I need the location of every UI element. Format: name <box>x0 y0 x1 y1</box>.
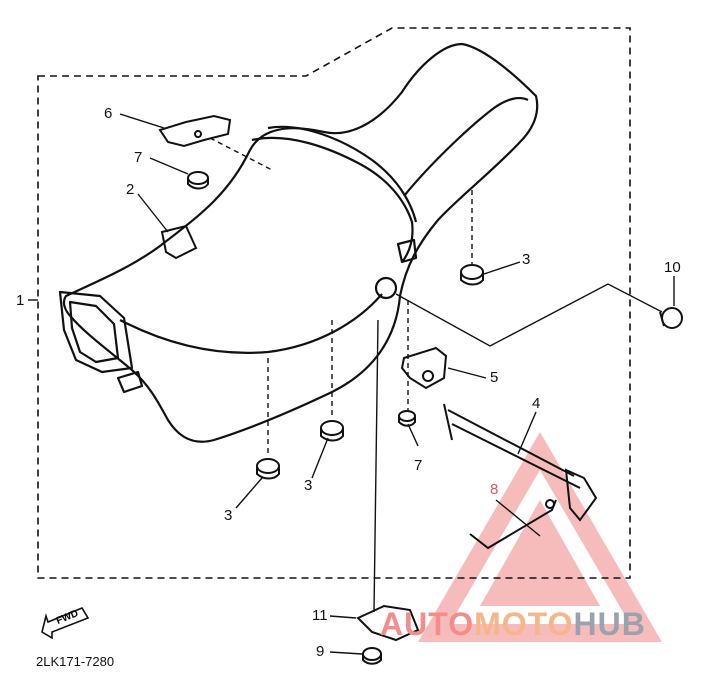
callout-10: 10 <box>664 259 681 276</box>
callout-9: 9 <box>316 643 325 660</box>
small-parts <box>158 114 683 665</box>
leader-lines <box>28 113 675 655</box>
watermark-part-hub: HUB <box>573 606 646 642</box>
fwd-arrow-icon <box>41 606 90 640</box>
callout-7-top: 7 <box>134 149 143 166</box>
callout-4: 4 <box>532 395 541 412</box>
callout-7-lower: 7 <box>414 457 423 474</box>
watermark-logo: AUTOMOTOHUB <box>380 606 646 643</box>
part-code-label: 2LK171-7280 <box>36 654 115 669</box>
assembly-outline <box>37 27 631 579</box>
callout-2: 2 <box>126 181 135 198</box>
callout-3-left: 3 <box>224 507 233 524</box>
seat-drawing <box>58 42 539 443</box>
watermark-part-auto: AUTO <box>380 606 475 642</box>
callout-5: 5 <box>490 369 499 386</box>
callout-3-right: 3 <box>522 251 531 268</box>
callout-6: 6 <box>104 105 113 122</box>
callout-3-middle: 3 <box>304 477 313 494</box>
fwd-arrow: FWD <box>38 602 94 646</box>
callout-8: 8 <box>490 481 499 498</box>
callout-11: 11 <box>312 607 328 624</box>
callout-1: 1 <box>16 292 25 309</box>
watermark-triangle <box>418 432 662 642</box>
watermark-part-moto: MOTO <box>474 606 574 642</box>
